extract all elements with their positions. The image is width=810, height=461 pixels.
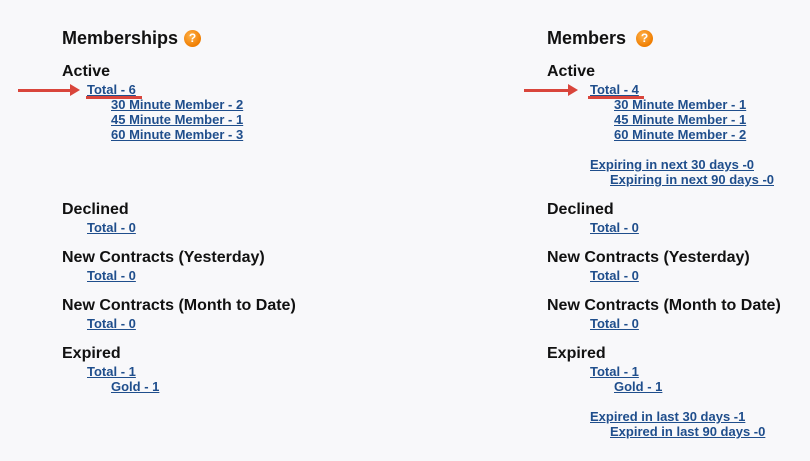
memberships-title: Memberships ?: [62, 28, 202, 49]
members-expired-30-link[interactable]: Expired in last 30 days -1: [590, 409, 746, 424]
members-active-heading: Active: [547, 63, 596, 80]
annotation-arrowhead-right: [568, 84, 578, 96]
members-active-total-link[interactable]: Total - 4: [590, 82, 639, 97]
members-active-item-link[interactable]: 30 Minute Member - 1: [614, 97, 747, 112]
members-active-item-link[interactable]: 45 Minute Member - 1: [614, 112, 747, 127]
annotation-arrow-left: [18, 89, 72, 92]
memberships-active-item-link[interactable]: 45 Minute Member - 1: [111, 112, 244, 127]
members-new-mtd-heading: New Contracts (Month to Date): [547, 297, 781, 314]
memberships-expired-item-link[interactable]: Gold - 1: [111, 379, 160, 394]
annotation-underline-right: [588, 96, 644, 99]
memberships-title-text: Memberships: [62, 28, 179, 48]
help-icon[interactable]: ?: [184, 30, 202, 47]
members-expiring-90-link[interactable]: Expiring in next 90 days -0: [610, 172, 774, 187]
annotation-underline-left: [86, 96, 142, 99]
memberships-new-mtd-total-link[interactable]: Total - 0: [87, 316, 136, 331]
memberships-active-item-link[interactable]: 60 Minute Member - 3: [111, 127, 244, 142]
members-new-yesterday-heading: New Contracts (Yesterday): [547, 249, 750, 266]
members-declined-heading: Declined: [547, 201, 614, 218]
members-expiring-30-link[interactable]: Expiring in next 30 days -0: [590, 157, 754, 172]
memberships-active-heading: Active: [62, 63, 111, 80]
memberships-new-mtd-heading: New Contracts (Month to Date): [62, 297, 296, 314]
members-active-item-link[interactable]: 60 Minute Member - 2: [614, 127, 747, 142]
annotation-arrowhead-left: [70, 84, 80, 96]
members-declined-total-link[interactable]: Total - 0: [590, 220, 639, 235]
help-icon[interactable]: ?: [636, 30, 654, 47]
memberships-expired-total-link[interactable]: Total - 1: [87, 364, 136, 379]
memberships-new-yesterday-heading: New Contracts (Yesterday): [62, 249, 265, 266]
memberships-new-yesterday-total-link[interactable]: Total - 0: [87, 268, 136, 283]
members-expired-90-link[interactable]: Expired in last 90 days -0: [610, 424, 766, 439]
members-expired-item-link[interactable]: Gold - 1: [614, 379, 663, 394]
memberships-declined-total-link[interactable]: Total - 0: [87, 220, 136, 235]
members-title: Members ?: [547, 28, 654, 49]
memberships-expired-heading: Expired: [62, 345, 121, 362]
annotation-arrow-right: [524, 89, 570, 92]
members-expired-heading: Expired: [547, 345, 606, 362]
members-expired-total-link[interactable]: Total - 1: [590, 364, 639, 379]
memberships-declined-heading: Declined: [62, 201, 129, 218]
members-new-mtd-total-link[interactable]: Total - 0: [590, 316, 639, 331]
members-new-yesterday-total-link[interactable]: Total - 0: [590, 268, 639, 283]
members-title-text: Members: [547, 28, 627, 48]
memberships-active-total-link[interactable]: Total - 6: [87, 82, 136, 97]
memberships-active-item-link[interactable]: 30 Minute Member - 2: [111, 97, 244, 112]
